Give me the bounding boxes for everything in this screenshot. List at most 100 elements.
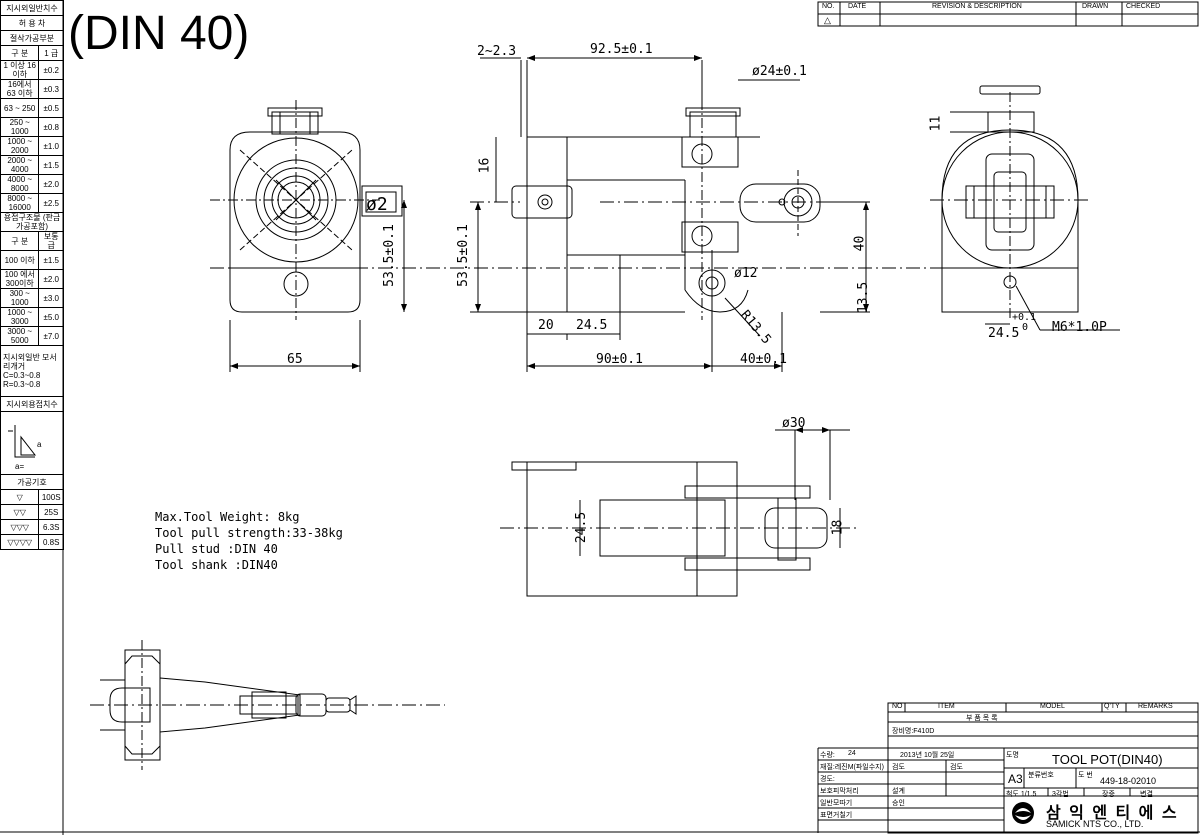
tb-class-label: 분류번호 [1028,772,1054,779]
tol-sub1: 절삭가공부분 [0,30,64,46]
tol-row2-value: ±1.5 [38,250,64,270]
dim-phi30: ø30 [782,416,806,431]
tol-row-value: ±2.5 [38,193,64,213]
symbol-value: 100S [38,489,64,505]
tol-row-value: ±0.5 [38,98,64,118]
tb-general: 일반모따기 [820,800,853,807]
parts-head-remarks: REMARKS [1138,703,1173,710]
dim-40: 40 [852,235,868,252]
tol-row2-range: 100 에서 300이하 [0,269,40,289]
tol-row2-value: ±2.0 [38,269,64,289]
tb-hardness: 경도: [820,776,835,783]
tol-row-value: ±1.0 [38,136,64,156]
tol-head-a: 구 분 [0,45,40,61]
dim-18: 18 [830,519,846,536]
parts-machine: 장비명:F410D [892,728,935,735]
dim-92-5: 92.5±0.1 [590,42,653,57]
parts-section-title: 부 품 목 록 [966,715,998,722]
dim-phi24: ø24±0.1 [752,64,807,79]
weld-a: a [37,440,42,449]
weld-a2: a= [15,462,25,471]
symbol-glyph: ▽ [0,489,40,505]
dim-tol-zero: 0 [1022,322,1029,333]
tb-tag: 장증 [1102,791,1115,798]
tol-title2: 허 용 차 [0,15,64,31]
front-view [210,100,950,372]
dim-24-5-top: 24.5 [574,511,590,544]
tol-row-range: 8000 ~ 16000 [0,193,40,213]
tol-row2-value: ±7.0 [38,326,64,346]
tol-head2-b: 보통급 [38,231,64,251]
dim-phi12: ø12 [734,266,758,281]
tol-row-range: 1000 ~ 2000 [0,136,40,156]
tb-angle: 3각법 [1052,791,1069,798]
rev-triangle-icon: △ [824,15,831,25]
weld-symbol: a a= [0,411,64,475]
rev-header-desc: REVISION & DESCRIPTION [932,3,1022,10]
tol-row-range: 63 ~ 250 [0,98,40,118]
tb-qty-label: 수량: [820,752,835,759]
tol-head-b: 1 급 [38,45,64,61]
tb-drawing-no: 449-18-02010 [1100,776,1157,786]
note-pull-stud: Pull stud :DIN 40 [155,542,278,556]
dim-13-5: 13.5 [856,281,872,314]
tol-row-value: ±2.0 [38,174,64,194]
weld-triangle-icon [8,425,37,458]
tol-row-value: ±0.3 [38,79,64,99]
dim-24-5: 24.5 [576,318,608,333]
tb-surface: 보호피막처리 [820,788,859,795]
dim-11: 11 [928,115,944,132]
tb-drawing-name-label: 도명 [1006,752,1019,759]
end-view [930,85,1120,331]
tb-drawing-no-label: 도 번 [1078,772,1093,779]
chamfer-r: R=0.3~0.8 [3,380,41,389]
symbol-glyph: ▽▽▽▽ [0,534,40,550]
dim-tol-plus: +0.1 [1012,312,1037,323]
tol-row2-range: 300 ~ 1000 [0,288,40,308]
note-pull-strength: Tool pull strength:33-38kg [155,526,343,540]
weld-title: 지시외용접치수 [0,396,64,412]
tb-check: 검도 [950,764,963,771]
tb-draw: 검도 [892,764,905,771]
tb-size: A3 [1008,772,1023,786]
parts-head-item: ITEM [938,703,955,710]
dim-90: 90±0.1 [596,352,643,367]
tb-design: 설계 [892,788,905,795]
dim-phi2: ø2 [366,194,388,215]
dim-m6: M6*1.0P [1052,320,1107,335]
symbol-value: 0.8S [38,534,64,550]
note-tool-weight: Max.Tool Weight: 8kg [155,510,300,524]
dim-65: 65 [287,352,303,367]
tb-rev: 변결 [1140,791,1153,798]
dim-53-5-side: 53.5±0.1 [455,224,471,287]
chamfer-c: C=0.3~0.8 [3,371,41,380]
parts-head-no: NO [892,703,903,710]
company-logo-icon [1012,802,1034,824]
note-tool-shank: Tool shank :DIN40 [155,558,278,572]
symbol-title: 가공기호 [0,474,64,490]
tol-row2-range: 3000 ~ 5000 [0,326,40,346]
tb-drawing-name: TOOL POT(DIN40) [1052,752,1163,767]
symbol-value: 25S [38,504,64,520]
rev-header-date: DATE [848,3,867,10]
tb-company-en: SAMICK NTS CO., LTD. [1046,819,1144,829]
tol-row-value: ±1.5 [38,155,64,175]
tol-row-value: ±0.8 [38,117,64,137]
tol-row2-value: ±3.0 [38,288,64,308]
symbol-glyph: ▽▽▽ [0,519,40,535]
tb-finish: 표면거칠기 [820,812,853,819]
parts-head-model: MODEL [1040,703,1065,710]
tb-material: 재질:레진M(파일수지) [820,764,884,771]
rev-header-checked: CHECKED [1126,3,1161,10]
rev-header-no: NO. [822,3,835,10]
tb-date: 2013년 10월 25일 [900,752,955,759]
dim-40-bottom: 40±0.1 [740,352,787,367]
tol-row2-range: 1000 ~ 3000 [0,307,40,327]
tb-company-kr: 삼 익 엔 티 에 스 [1046,805,1179,822]
tol-row-range: 4000 ~ 8000 [0,174,40,194]
tol-row2-range: 100 이하 [0,250,40,270]
rev-header-drawn: DRAWN [1082,3,1109,10]
